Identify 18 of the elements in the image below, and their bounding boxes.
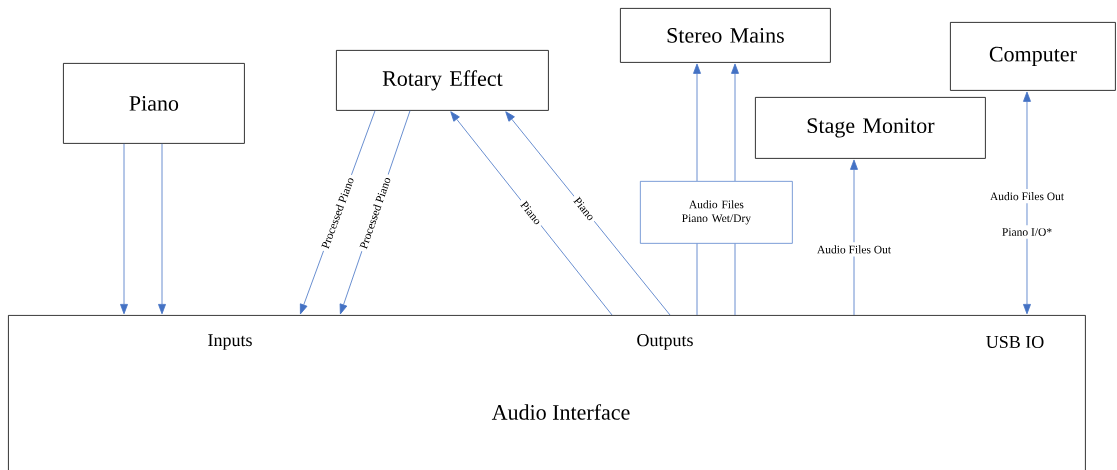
arrow xyxy=(693,63,701,182)
arrow xyxy=(450,111,613,316)
edge-label: Audio Files Out xyxy=(813,242,895,257)
audio-interface-box: Inputs Outputs USB IO Audio Interface xyxy=(8,315,1086,470)
arrow xyxy=(120,143,128,315)
device-box: Computer xyxy=(950,22,1116,91)
device-box: Stage Monitor xyxy=(755,97,986,159)
device-box: Rotary Effect xyxy=(336,50,549,111)
device-box: Stereo Mains xyxy=(620,8,831,63)
arrow xyxy=(1023,91,1031,315)
label-box: Audio Files Piano Wet/Dry xyxy=(640,181,793,244)
edge-label: Audio Files Out xyxy=(986,189,1068,204)
device-box: Piano xyxy=(63,63,245,144)
arrow xyxy=(158,143,166,315)
arrow xyxy=(731,63,739,182)
signal-label: Piano I/O* xyxy=(998,225,1056,239)
arrow xyxy=(850,159,858,316)
arrow xyxy=(505,111,671,316)
